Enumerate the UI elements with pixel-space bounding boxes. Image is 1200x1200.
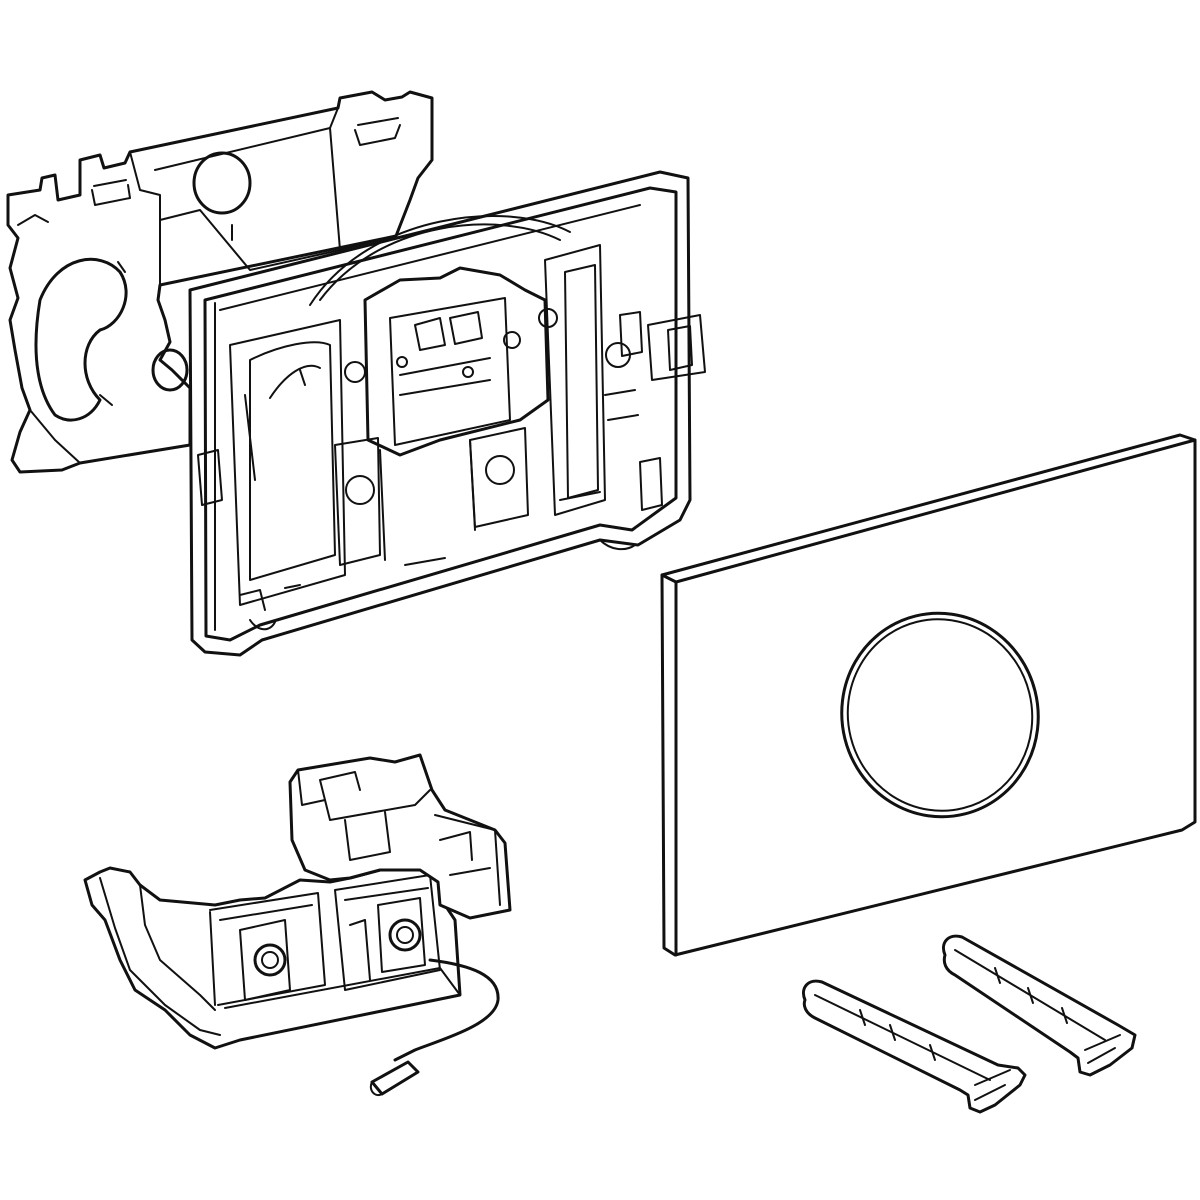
cover-plate (660, 433, 1197, 957)
control-unit (83, 753, 512, 1096)
rear-mounting-bracket (6, 90, 434, 474)
actuation-rod-left (802, 979, 1027, 1114)
actuation-rod-right (942, 934, 1137, 1077)
mounting-frame (188, 170, 706, 657)
